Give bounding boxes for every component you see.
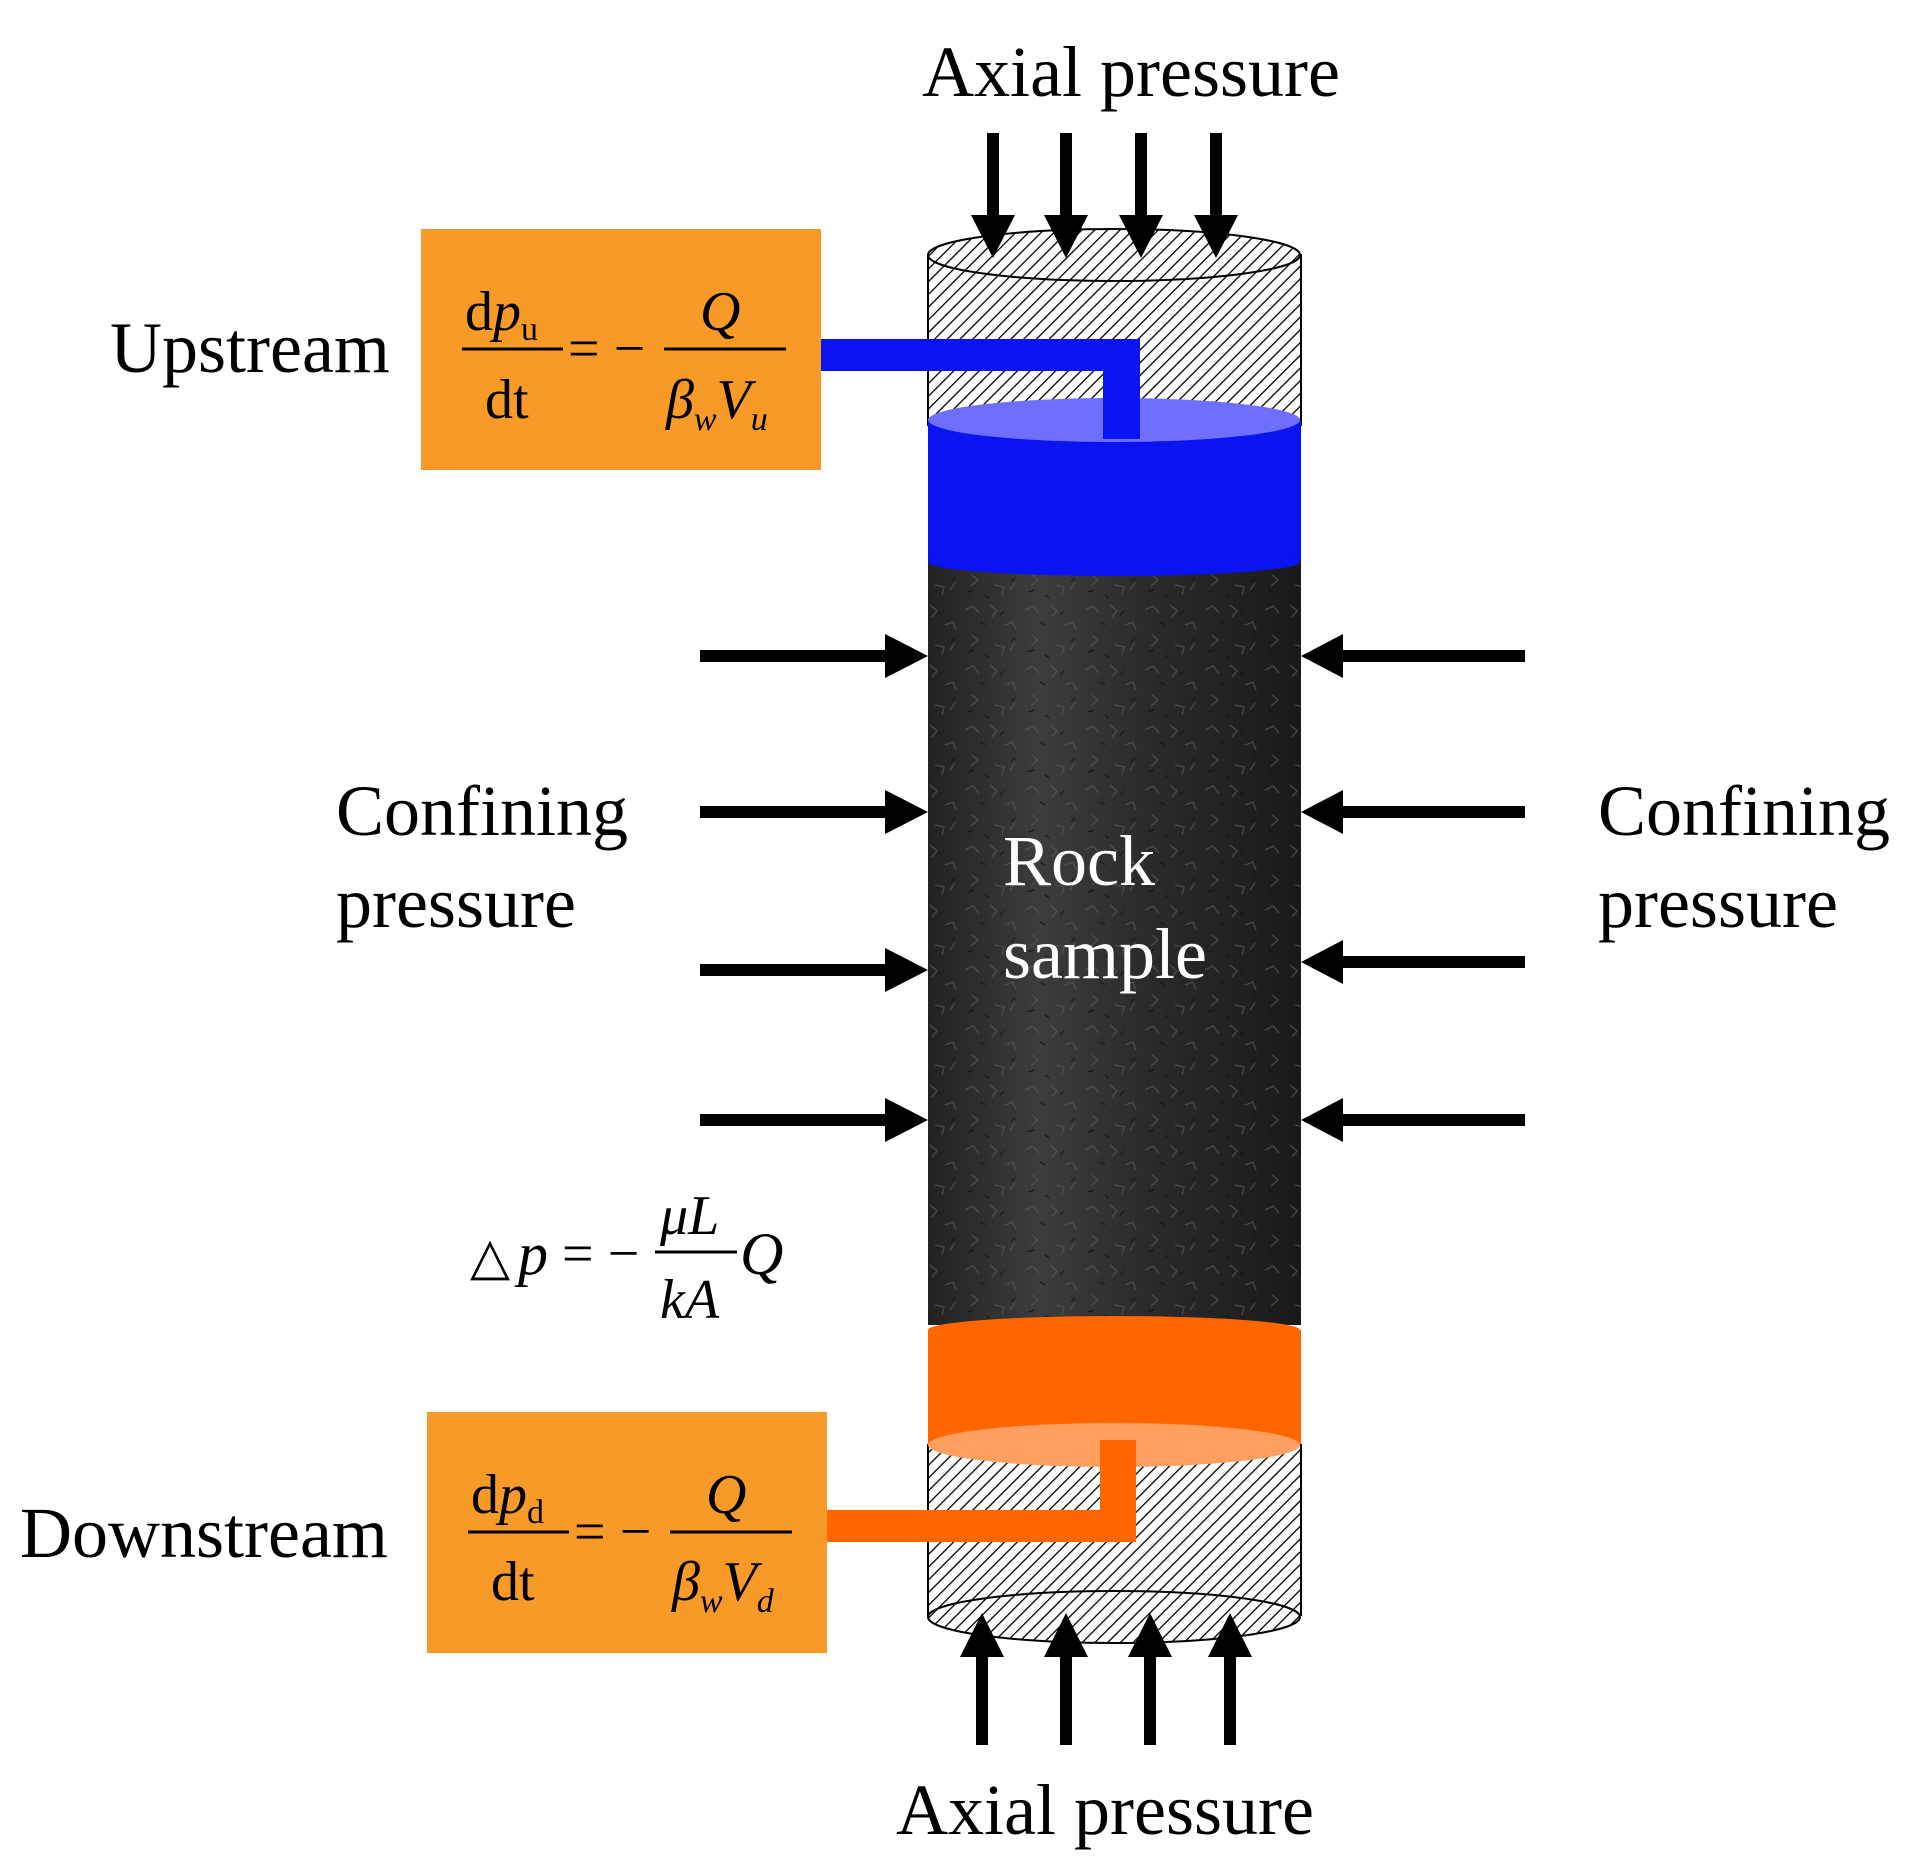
downstream-pipe xyxy=(826,1440,1136,1542)
upstream-equation: dpu dt = − Q βwVu xyxy=(462,281,786,438)
confining-pressure-right-label-line2: pressure xyxy=(1598,863,1838,943)
svg-text:Q: Q xyxy=(700,281,740,343)
upstream-label: Upstream xyxy=(110,308,390,388)
svg-text:Q: Q xyxy=(740,1221,783,1287)
axial-pressure-bottom-label: Axial pressure xyxy=(896,1770,1314,1850)
rock-sample-label-line2: sample xyxy=(1003,914,1207,994)
upstream-pipe xyxy=(820,339,1140,439)
downstream-label: Downstream xyxy=(20,1493,388,1573)
svg-text:p: p xyxy=(514,1221,548,1287)
svg-text:= −: = − xyxy=(568,318,645,380)
rock-sample xyxy=(928,548,1301,1325)
svg-text:μL: μL xyxy=(659,1185,719,1247)
svg-text:kA: kA xyxy=(660,1269,720,1331)
svg-text:dpu: dpu xyxy=(465,281,538,348)
rock-sample-label: Rock xyxy=(1003,821,1155,901)
confining-arrows-left xyxy=(700,634,928,1142)
confining-pressure-left-label-line2: pressure xyxy=(336,863,576,943)
confining-pressure-right-label: Confining xyxy=(1598,771,1890,851)
axial-arrows-bottom xyxy=(960,1613,1252,1745)
darcy-equation: △ p = − μL kA Q xyxy=(470,1185,783,1331)
svg-text:Q: Q xyxy=(706,1464,746,1526)
svg-text:βwVu: βwVu xyxy=(665,369,768,438)
confining-pressure-left-label: Confining xyxy=(336,771,628,851)
axial-pressure-top-label: Axial pressure xyxy=(922,32,1340,112)
svg-text:△: △ xyxy=(470,1229,510,1286)
axial-arrows-top xyxy=(971,133,1238,258)
confining-arrows-right xyxy=(1301,634,1525,1142)
svg-text:dt: dt xyxy=(491,1551,535,1613)
downstream-equation: dpd dt = − Q βwVd xyxy=(468,1464,792,1620)
svg-text:dt: dt xyxy=(485,369,529,431)
svg-text:= −: = − xyxy=(562,1223,639,1285)
svg-text:dpd: dpd xyxy=(471,1464,544,1531)
svg-text:βwVd: βwVd xyxy=(671,1551,775,1620)
svg-text:= −: = − xyxy=(574,1501,651,1563)
